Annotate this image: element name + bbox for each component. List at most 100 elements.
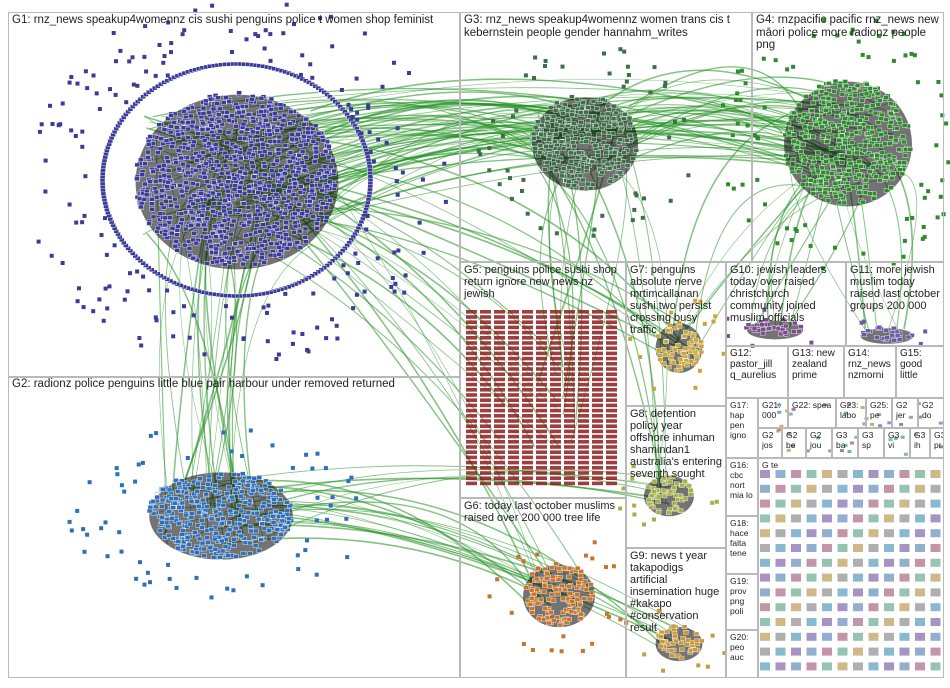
node bbox=[301, 187, 308, 192]
node bbox=[252, 146, 258, 151]
group-panel-g6[interactable]: G6: today last october muslims raised ov… bbox=[460, 498, 626, 678]
group-panel-g22[interactable]: G22: spea bbox=[788, 398, 836, 428]
node bbox=[306, 203, 313, 208]
node bbox=[226, 175, 232, 180]
group-panel-g21[interactable]: G21: 000 bbox=[758, 398, 788, 428]
group-panel-gI[interactable]: G3 ih bbox=[910, 428, 930, 458]
node bbox=[314, 206, 320, 212]
small-groups-grid[interactable]: G te bbox=[758, 458, 944, 678]
node bbox=[278, 168, 284, 173]
node bbox=[225, 129, 232, 135]
node bbox=[268, 107, 274, 112]
node bbox=[223, 235, 229, 240]
node bbox=[267, 132, 273, 138]
node bbox=[299, 160, 305, 165]
group-panel-g11[interactable]: G11: more jewish muslim today raised las… bbox=[846, 262, 944, 346]
group-panel-g13[interactable]: G13: new zealand prime bbox=[788, 346, 844, 398]
node bbox=[287, 150, 294, 155]
group-panel-g25[interactable]: G25: pe bbox=[866, 398, 892, 428]
node bbox=[250, 129, 256, 135]
group-panel-gG[interactable]: G3 sp bbox=[858, 428, 884, 458]
node bbox=[284, 198, 291, 204]
group-label-gK: G te bbox=[762, 460, 779, 470]
node bbox=[240, 261, 247, 267]
node bbox=[279, 176, 285, 182]
group-panel-gC[interactable]: G2 jos bbox=[758, 428, 782, 458]
node bbox=[292, 181, 298, 186]
group-panel-gE[interactable]: G2 jou bbox=[806, 428, 832, 458]
group-panel-gF[interactable]: G3 ba bbox=[832, 428, 858, 458]
node bbox=[217, 229, 223, 234]
node bbox=[188, 209, 195, 215]
node bbox=[195, 131, 201, 136]
group-label-g14: G14: rnz_news nzmorni bbox=[848, 348, 891, 381]
node bbox=[172, 196, 178, 202]
group-panel-g15[interactable]: G15: good little bbox=[896, 346, 944, 398]
group-panel-gJ[interactable]: G3 pr bbox=[930, 428, 944, 458]
node bbox=[193, 124, 200, 130]
group-panel-g9[interactable]: G9: news t year takapodigs artificial in… bbox=[626, 548, 726, 678]
node bbox=[299, 149, 306, 154]
node bbox=[238, 240, 244, 246]
group-panel-gD[interactable]: G2 be bbox=[782, 428, 806, 458]
node bbox=[145, 155, 151, 160]
node bbox=[283, 225, 289, 230]
node bbox=[184, 170, 191, 176]
node bbox=[218, 171, 225, 176]
group-panel-gA[interactable]: G2 jer bbox=[892, 398, 918, 428]
group-panel-g8[interactable]: G8: detention policy year offshore inhum… bbox=[626, 406, 726, 548]
group-panel-g7[interactable]: G7: penguins absolute nerve mrtimcallana… bbox=[626, 262, 726, 406]
node bbox=[291, 229, 297, 235]
node bbox=[210, 3, 215, 8]
group-panel-g3[interactable]: G3: rnz_news speakup4womennz women trans… bbox=[460, 12, 752, 262]
node bbox=[178, 188, 185, 194]
node bbox=[147, 179, 153, 185]
group-panel-g2[interactable]: G2: radionz police penguins little blue … bbox=[8, 376, 460, 678]
node bbox=[190, 255, 196, 261]
group-panel-g17[interactable]: G17: hap pen igno bbox=[726, 398, 758, 458]
node bbox=[188, 222, 195, 228]
node bbox=[220, 100, 227, 105]
group-panel-g1[interactable]: G1: rnz_news speakup4womennz cis sushi p… bbox=[8, 12, 460, 378]
node bbox=[267, 139, 273, 144]
node bbox=[206, 110, 212, 115]
group-label-g15: G15: good little bbox=[900, 348, 923, 381]
node bbox=[234, 105, 241, 110]
node bbox=[173, 239, 179, 244]
node bbox=[299, 211, 305, 216]
node bbox=[248, 143, 255, 148]
node bbox=[204, 261, 210, 266]
node bbox=[267, 176, 273, 182]
group-panel-g12[interactable]: G12: pastor_jill q_aurelius bbox=[726, 346, 788, 398]
group-panel-g4[interactable]: G4: rnzpacific pacific rnz_news new māor… bbox=[752, 12, 944, 262]
group-panel-g5[interactable]: G5: penguins police sushi shop return ig… bbox=[460, 262, 626, 498]
node bbox=[162, 232, 168, 237]
node bbox=[185, 120, 191, 125]
group-panel-g20[interactable]: G20: peo auc bbox=[726, 630, 758, 678]
group-panel-g18[interactable]: G18: hace falta tene bbox=[726, 516, 758, 574]
node bbox=[296, 153, 302, 158]
node bbox=[175, 132, 182, 137]
group-panel-gH[interactable]: G3 vi bbox=[884, 428, 910, 458]
node bbox=[159, 201, 165, 207]
node bbox=[221, 218, 228, 223]
node bbox=[210, 209, 216, 214]
node bbox=[246, 188, 253, 194]
group-panel-g16[interactable]: G16: cbc nort mia lo bbox=[726, 458, 758, 516]
group-panel-gB[interactable]: G2 do bbox=[918, 398, 944, 428]
node bbox=[944, 121, 949, 126]
node bbox=[281, 196, 287, 201]
group-panel-g14[interactable]: G14: rnz_news nzmorni bbox=[844, 346, 896, 398]
node bbox=[267, 203, 274, 208]
node bbox=[229, 113, 235, 118]
group-panel-g10[interactable]: G10: jewish leaders today over raised ch… bbox=[726, 262, 846, 346]
node bbox=[231, 218, 237, 224]
node bbox=[207, 238, 213, 244]
node bbox=[321, 174, 328, 180]
node bbox=[158, 193, 165, 199]
group-panel-g19[interactable]: G19: prov png poli bbox=[726, 574, 758, 630]
node bbox=[314, 226, 320, 231]
node bbox=[190, 237, 196, 243]
node bbox=[149, 201, 155, 206]
group-panel-g23[interactable]: G23: labo bbox=[836, 398, 866, 428]
